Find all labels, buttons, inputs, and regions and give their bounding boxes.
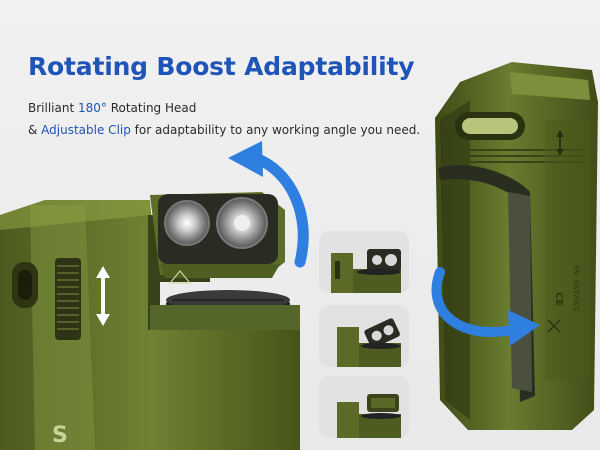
thumbnail-head-forward bbox=[319, 231, 409, 293]
desc-highlight-clip: Adjustable Clip bbox=[41, 123, 131, 137]
left-flashlight: S bbox=[0, 192, 300, 450]
description-line-2: & Adjustable Clip for adaptability to an… bbox=[28, 119, 420, 141]
desc-text: Rotating Head bbox=[110, 101, 197, 115]
up-down-arrow-icon bbox=[96, 266, 110, 326]
thumbnail-head-up bbox=[319, 376, 409, 438]
serial-marking: SN: GS37001 bbox=[572, 265, 580, 311]
desc-text: & bbox=[28, 123, 42, 137]
desc-text: Brilliant bbox=[28, 101, 78, 115]
desc-text: for adaptability to any working angle yo… bbox=[130, 123, 421, 137]
rotating-head bbox=[150, 192, 285, 284]
desc-highlight-angle: 180° bbox=[77, 101, 111, 115]
cert-marking: CE bbox=[553, 292, 564, 306]
adjust-knob bbox=[55, 258, 81, 340]
thumbnail-head-middle bbox=[319, 305, 409, 367]
rotate-arrow-icon bbox=[228, 141, 309, 268]
right-flashlight: SN: GS37001 CE bbox=[435, 62, 598, 430]
headline: Rotating Boost Adaptability bbox=[28, 52, 415, 81]
description-line-1: Brilliant 180° Rotating Head bbox=[28, 97, 420, 119]
svg-text:S: S bbox=[52, 423, 68, 448]
clip-rotate-arrow-icon bbox=[431, 267, 540, 346]
description: Brilliant 180° Rotating Head & Adjustabl… bbox=[28, 97, 420, 141]
